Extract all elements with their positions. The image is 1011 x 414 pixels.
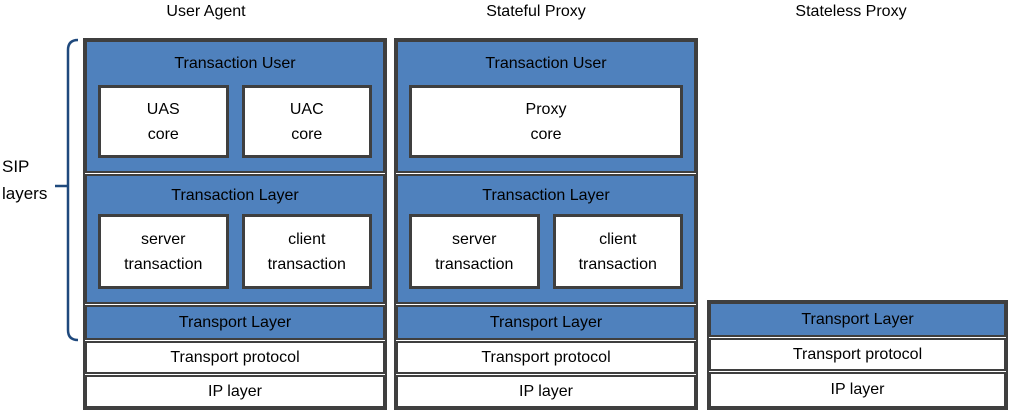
sp-transport-layer: Transport Layer	[396, 305, 696, 340]
sp-transaction-user-label: Transaction User	[485, 55, 607, 72]
slp-ip-layer: IP layer	[709, 372, 1006, 408]
ua-server-transaction-box: server transaction	[98, 214, 229, 289]
sip-layers-bracket-icon	[55, 38, 79, 342]
slp-transport-protocol: Transport protocol	[709, 338, 1006, 371]
sp-transaction-layer-label: Transaction Layer	[482, 187, 610, 204]
sp-client-transaction-box: client transaction	[552, 214, 683, 289]
column-stateless-proxy: Transport Layer Transport protocol IP la…	[707, 300, 1008, 410]
uas-core-line2: core	[147, 125, 179, 143]
sip-layers-label-line2: layers	[2, 184, 48, 203]
sp-server-transaction-line1: server	[452, 230, 497, 248]
ua-client-transaction-box: client transaction	[241, 214, 372, 289]
proxy-core-line2: core	[530, 125, 562, 143]
sp-server-transaction-line2: transaction	[435, 255, 514, 273]
ua-transaction-row: server transaction client transaction	[87, 214, 383, 289]
column-title-user-agent: User Agent	[166, 3, 246, 20]
column-stateful-proxy: Transaction User Proxy core Transaction …	[394, 38, 698, 410]
ua-transport-protocol: Transport protocol	[85, 341, 385, 374]
ua-core-row: UAS core UAC core	[87, 85, 383, 158]
uac-core-line1: UAC	[289, 100, 324, 118]
sip-layers-label-line1: SIP	[2, 157, 30, 176]
uac-core-line2: core	[291, 125, 323, 143]
sp-client-transaction-line1: client	[599, 230, 637, 248]
ua-client-transaction-line1: client	[288, 230, 326, 248]
ua-transaction-user-layer: Transaction User UAS core UAC core	[85, 40, 385, 173]
uac-core-box: UAC core	[241, 85, 372, 158]
sp-ip-layer: IP layer	[396, 375, 696, 408]
ua-transaction-layer-label: Transaction Layer	[171, 187, 299, 204]
proxy-core-line1: Proxy	[525, 100, 567, 118]
column-title-stateful-proxy: Stateful Proxy	[486, 3, 586, 20]
proxy-core-box: Proxy core	[409, 85, 683, 158]
sp-transaction-layer: Transaction Layer server transaction cli…	[396, 174, 696, 304]
uas-core-line1: UAS	[146, 100, 180, 118]
ua-transaction-user-label: Transaction User	[174, 55, 296, 72]
ua-server-transaction-line2: transaction	[124, 255, 203, 273]
sp-transaction-user-layer: Transaction User Proxy core	[396, 40, 696, 173]
slp-transport-layer: Transport Layer	[709, 302, 1006, 337]
ua-transport-layer: Transport Layer	[85, 305, 385, 340]
sp-server-transaction-box: server transaction	[409, 214, 540, 289]
sp-core-row: Proxy core	[398, 85, 694, 158]
ua-transaction-layer: Transaction Layer server transaction cli…	[85, 174, 385, 304]
column-title-stateless-proxy: Stateless Proxy	[795, 3, 907, 20]
column-user-agent: Transaction User UAS core UAC core Trans…	[83, 38, 387, 410]
sp-client-transaction-line2: transaction	[578, 255, 657, 273]
ua-client-transaction-line2: transaction	[267, 255, 346, 273]
sip-layers-label: SIP layers	[2, 153, 47, 207]
uas-core-box: UAS core	[98, 85, 229, 158]
ua-server-transaction-line1: server	[141, 230, 186, 248]
sp-transaction-row: server transaction client transaction	[398, 214, 694, 289]
sp-transport-protocol: Transport protocol	[396, 341, 696, 374]
ua-ip-layer: IP layer	[85, 375, 385, 408]
